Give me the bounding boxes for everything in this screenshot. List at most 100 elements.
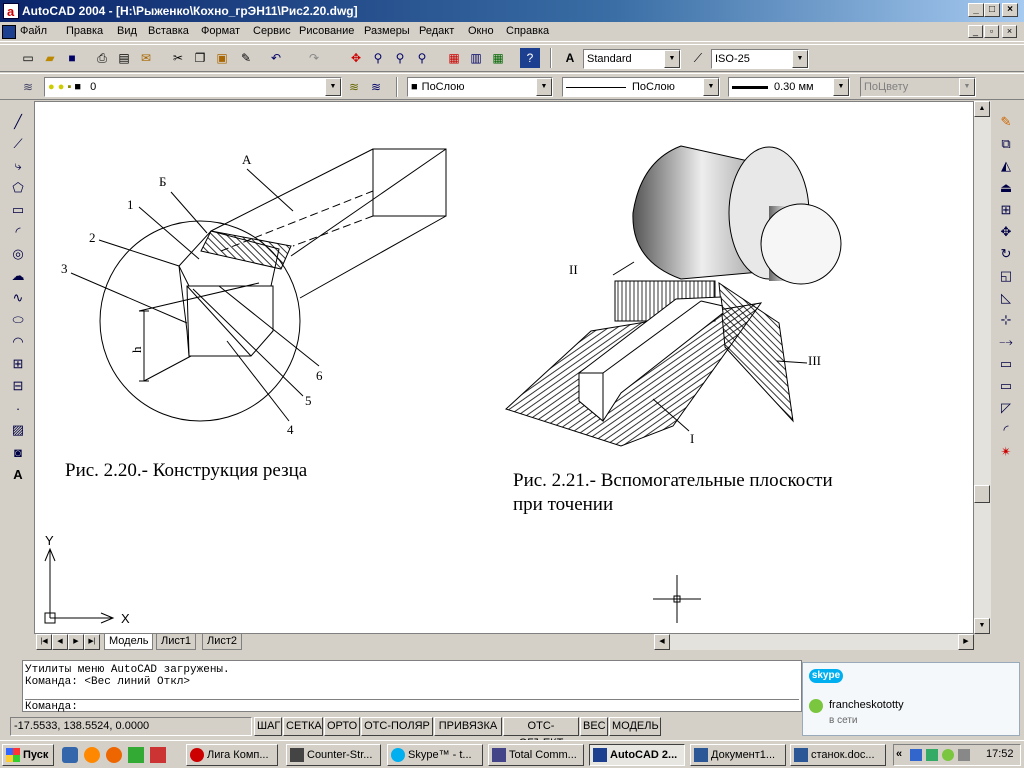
erase-icon[interactable]: ✎ [1000,114,1012,129]
scroll-down-button[interactable]: ▼ [974,618,990,634]
line-icon[interactable]: ╱ [14,114,22,129]
grid-toggle[interactable]: СЕТКА [283,717,323,736]
zoom-window-icon[interactable]: ⚲ [395,51,405,65]
dim-style-select[interactable]: ISO-25▼ [711,49,809,69]
command-prompt[interactable]: Команда: [25,699,799,713]
task-skype[interactable]: Skype™ - t... [387,744,483,766]
extend-icon[interactable]: ⤍ [999,334,1013,349]
menu-view[interactable]: Вид [117,25,137,37]
region-icon[interactable]: ◙ [14,444,22,460]
osnap-toggle[interactable]: ПРИВЯЗКА [434,717,502,736]
tray-app-icon[interactable] [926,749,938,761]
scroll-thumb[interactable] [974,485,990,503]
polygon-icon[interactable]: ⬠ [12,180,24,195]
chamfer-icon[interactable]: ◸ [1001,400,1011,415]
print-icon[interactable]: ⎙ [97,50,107,65]
minimize-button[interactable]: _ [968,3,984,17]
mirror-icon[interactable]: ◭ [1001,158,1011,173]
otrack-toggle[interactable]: ОТС-ОБЪЕКТ [503,717,579,749]
skype-notification[interactable]: skype francheskototty в сети [802,662,1020,736]
menu-file[interactable]: Файл [20,25,48,37]
vertical-scrollbar[interactable]: ▲ ▼ [974,101,991,634]
menu-modify[interactable]: Редакт [419,25,455,37]
ellipse-icon[interactable]: ⬭ [12,312,24,327]
autocad-app-icon[interactable] [3,1,19,23]
command-window[interactable]: Утилиты меню AutoCAD загружены. Команда:… [22,660,802,713]
polar-toggle[interactable]: ОТС-ПОЛЯР [361,717,433,736]
circle-icon[interactable]: ◎ [12,246,24,261]
horizontal-scrollbar[interactable]: ◀ ▶ [654,634,974,650]
doc-minimize-button[interactable]: _ [968,25,983,38]
menu-insert[interactable]: Вставка [148,25,189,37]
publish-icon[interactable]: ✉ [140,51,152,65]
tab-sheet2[interactable]: Лист2 [202,634,243,650]
make-block-icon[interactable]: ⊟ [12,378,24,393]
snap-toggle[interactable]: ШАГ [254,717,282,736]
point-icon[interactable]: · [15,400,21,416]
menu-tools[interactable]: Сервис [253,25,291,37]
menu-draw[interactable]: Рисование [299,25,355,37]
color-select[interactable]: ■ПоСлою▼ [407,77,553,97]
multiline-text-icon[interactable]: A [13,466,23,482]
hatch-icon[interactable]: ▨ [11,422,25,437]
game-quicklaunch-icon[interactable] [128,747,144,763]
task-stanok-doc[interactable]: станок.doc... [790,744,886,766]
tool-palettes-icon[interactable]: ▦ [492,51,504,65]
array-icon[interactable]: ⊞ [1000,202,1012,217]
offset-icon[interactable]: ⏏ [999,180,1013,195]
polyline-icon[interactable]: ⤷ [14,158,22,173]
move-icon[interactable]: ✥ [1000,224,1012,239]
tab-prev-button[interactable]: ◀ [52,634,68,650]
zoom-realtime-icon[interactable]: ⚲ [373,51,383,65]
app-quicklaunch-icon[interactable] [106,747,122,763]
model-toggle[interactable]: МОДЕЛЬ [609,717,661,736]
make-layer-current-icon[interactable]: ≋ [348,80,360,94]
preview-icon[interactable]: ▤ [118,51,130,65]
construction-line-icon[interactable]: ⟋ [13,136,23,151]
paste-icon[interactable]: ▣ [216,51,228,65]
start-button[interactable]: Пуск [2,744,54,766]
task-total-commander[interactable]: Total Comm... [488,744,584,766]
menu-edit[interactable]: Правка [66,25,104,37]
quicklaunch-icon[interactable] [150,747,166,763]
tab-first-button[interactable]: |◀ [36,634,52,650]
menu-window[interactable]: Окно [468,25,494,37]
scale-icon[interactable]: ◱ [999,268,1013,283]
task-autocad[interactable]: AutoCAD 2... [589,744,685,766]
break-icon[interactable]: ▭ [999,356,1013,371]
stretch-icon[interactable]: ◺ [1001,290,1011,305]
spline-icon[interactable]: ∿ [12,290,24,305]
tab-model[interactable]: Модель [104,634,154,650]
lineweight-toggle[interactable]: ВЕС [580,717,608,736]
pan-icon[interactable]: ✥ [350,51,362,65]
task-document1[interactable]: Документ1... [690,744,786,766]
undo-icon[interactable]: ↶ [270,51,282,65]
match-properties-icon[interactable]: ✎ [240,51,252,65]
scroll-up-button[interactable]: ▲ [974,101,990,117]
text-style-select[interactable]: Standard▼ [583,49,681,69]
browser-quicklaunch-icon[interactable] [84,747,100,763]
explode-icon[interactable]: ✴ [1000,444,1012,459]
volume-icon[interactable] [958,749,970,761]
skype-tray-icon[interactable] [942,749,954,761]
scroll-left-button[interactable]: ◀ [654,634,670,650]
doc-close-button[interactable]: × [1002,25,1017,38]
ellipse-arc-icon[interactable]: ◠ [12,334,24,349]
design-center-icon[interactable]: ▥ [470,51,482,65]
new-icon[interactable]: ▭ [22,51,34,65]
tab-sheet1[interactable]: Лист1 [156,634,197,650]
help-icon[interactable]: ? [520,48,540,68]
show-desktop-icon[interactable] [62,747,78,763]
scroll-right-button[interactable]: ▶ [958,634,974,650]
revision-cloud-icon[interactable]: ☁ [11,268,25,283]
copy-object-icon[interactable]: ⧉ [1001,136,1011,151]
save-icon[interactable]: ■ [68,51,76,65]
layer-select[interactable]: ● ● ▪ ■ 0 ▼ [44,77,342,97]
menu-dimension[interactable]: Размеры [364,25,410,37]
zoom-previous-icon[interactable]: ⚲ [417,51,427,65]
task-counter-strike[interactable]: Counter-Str... [286,744,381,766]
document-icon[interactable] [2,25,16,39]
layer-manager-icon[interactable]: ≋ [22,80,34,94]
menu-format[interactable]: Формат [201,25,241,37]
open-icon[interactable]: ▰ [45,51,55,65]
